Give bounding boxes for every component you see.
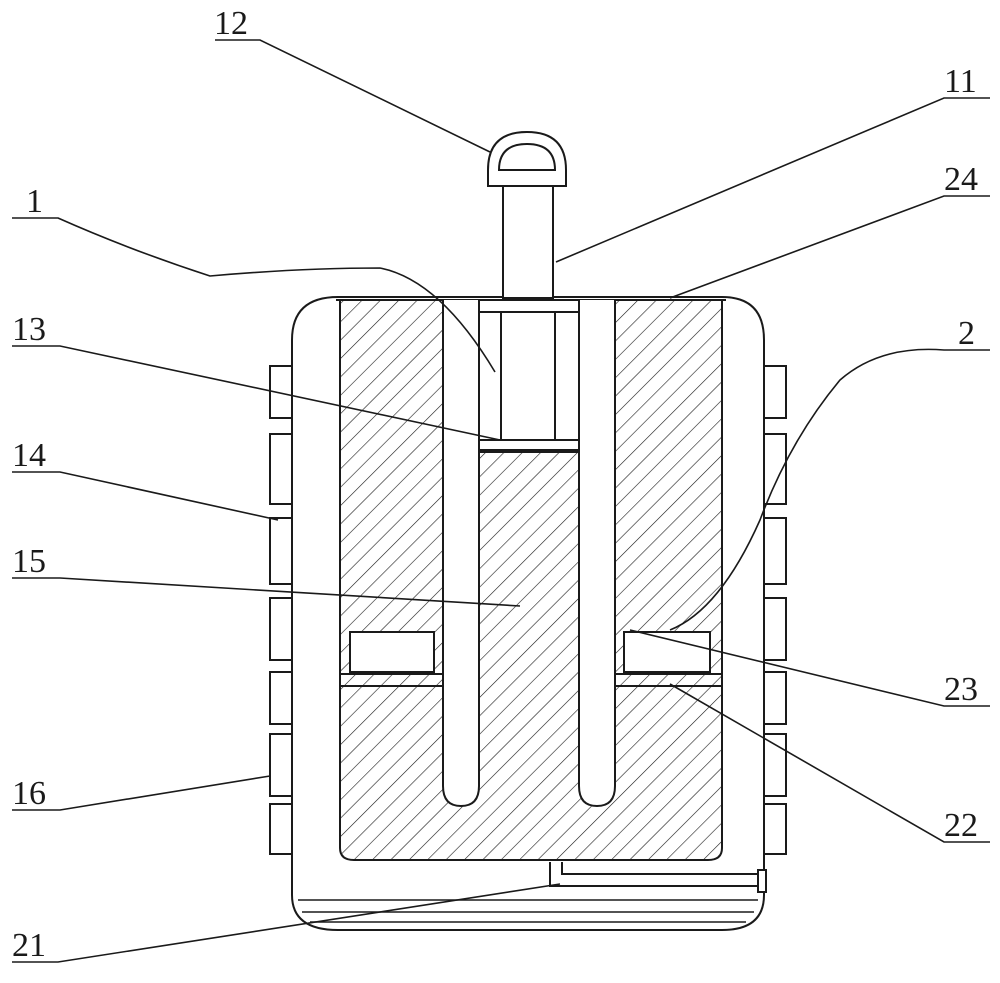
outlet-pipe [549,862,762,887]
right-channel [578,300,616,808]
label-21: 21 [12,927,46,964]
leader-14 [12,471,279,521]
leader-22 [669,683,990,843]
label-11: 11 [944,63,977,100]
left-channel [442,300,480,808]
knob-handle [487,130,567,187]
leader-lines [12,39,990,963]
leader-11 [555,97,990,263]
leader-24 [669,195,990,299]
leader-2 [669,348,990,631]
right-fins [763,365,787,855]
knob-inner-arc [497,142,557,171]
pipe-end [757,869,767,893]
plunger-rod [502,185,554,299]
label-12: 12 [214,5,248,42]
label-14: 14 [12,437,46,474]
leader-23 [629,629,990,707]
part-labels: 12 11 24 1 2 13 14 15 23 16 22 21 [12,5,978,964]
label-1: 1 [26,183,43,220]
right-block [623,631,711,673]
leader-15 [12,577,521,607]
left-fins [269,365,293,855]
label-13: 13 [12,311,46,348]
label-2: 2 [958,315,975,352]
label-16: 16 [12,775,46,812]
left-block [349,631,435,673]
leader-1 [12,217,496,373]
leader-16 [12,775,271,811]
inner-liner-hatched [339,299,723,861]
leader-13 [12,345,501,441]
label-15: 15 [12,543,46,580]
outer-housing [291,296,765,931]
leader-12 [215,39,491,153]
central-cavity [478,299,580,451]
leader-21 [12,883,561,963]
label-24: 24 [944,161,978,198]
label-23: 23 [944,671,978,708]
label-22: 22 [944,807,978,844]
